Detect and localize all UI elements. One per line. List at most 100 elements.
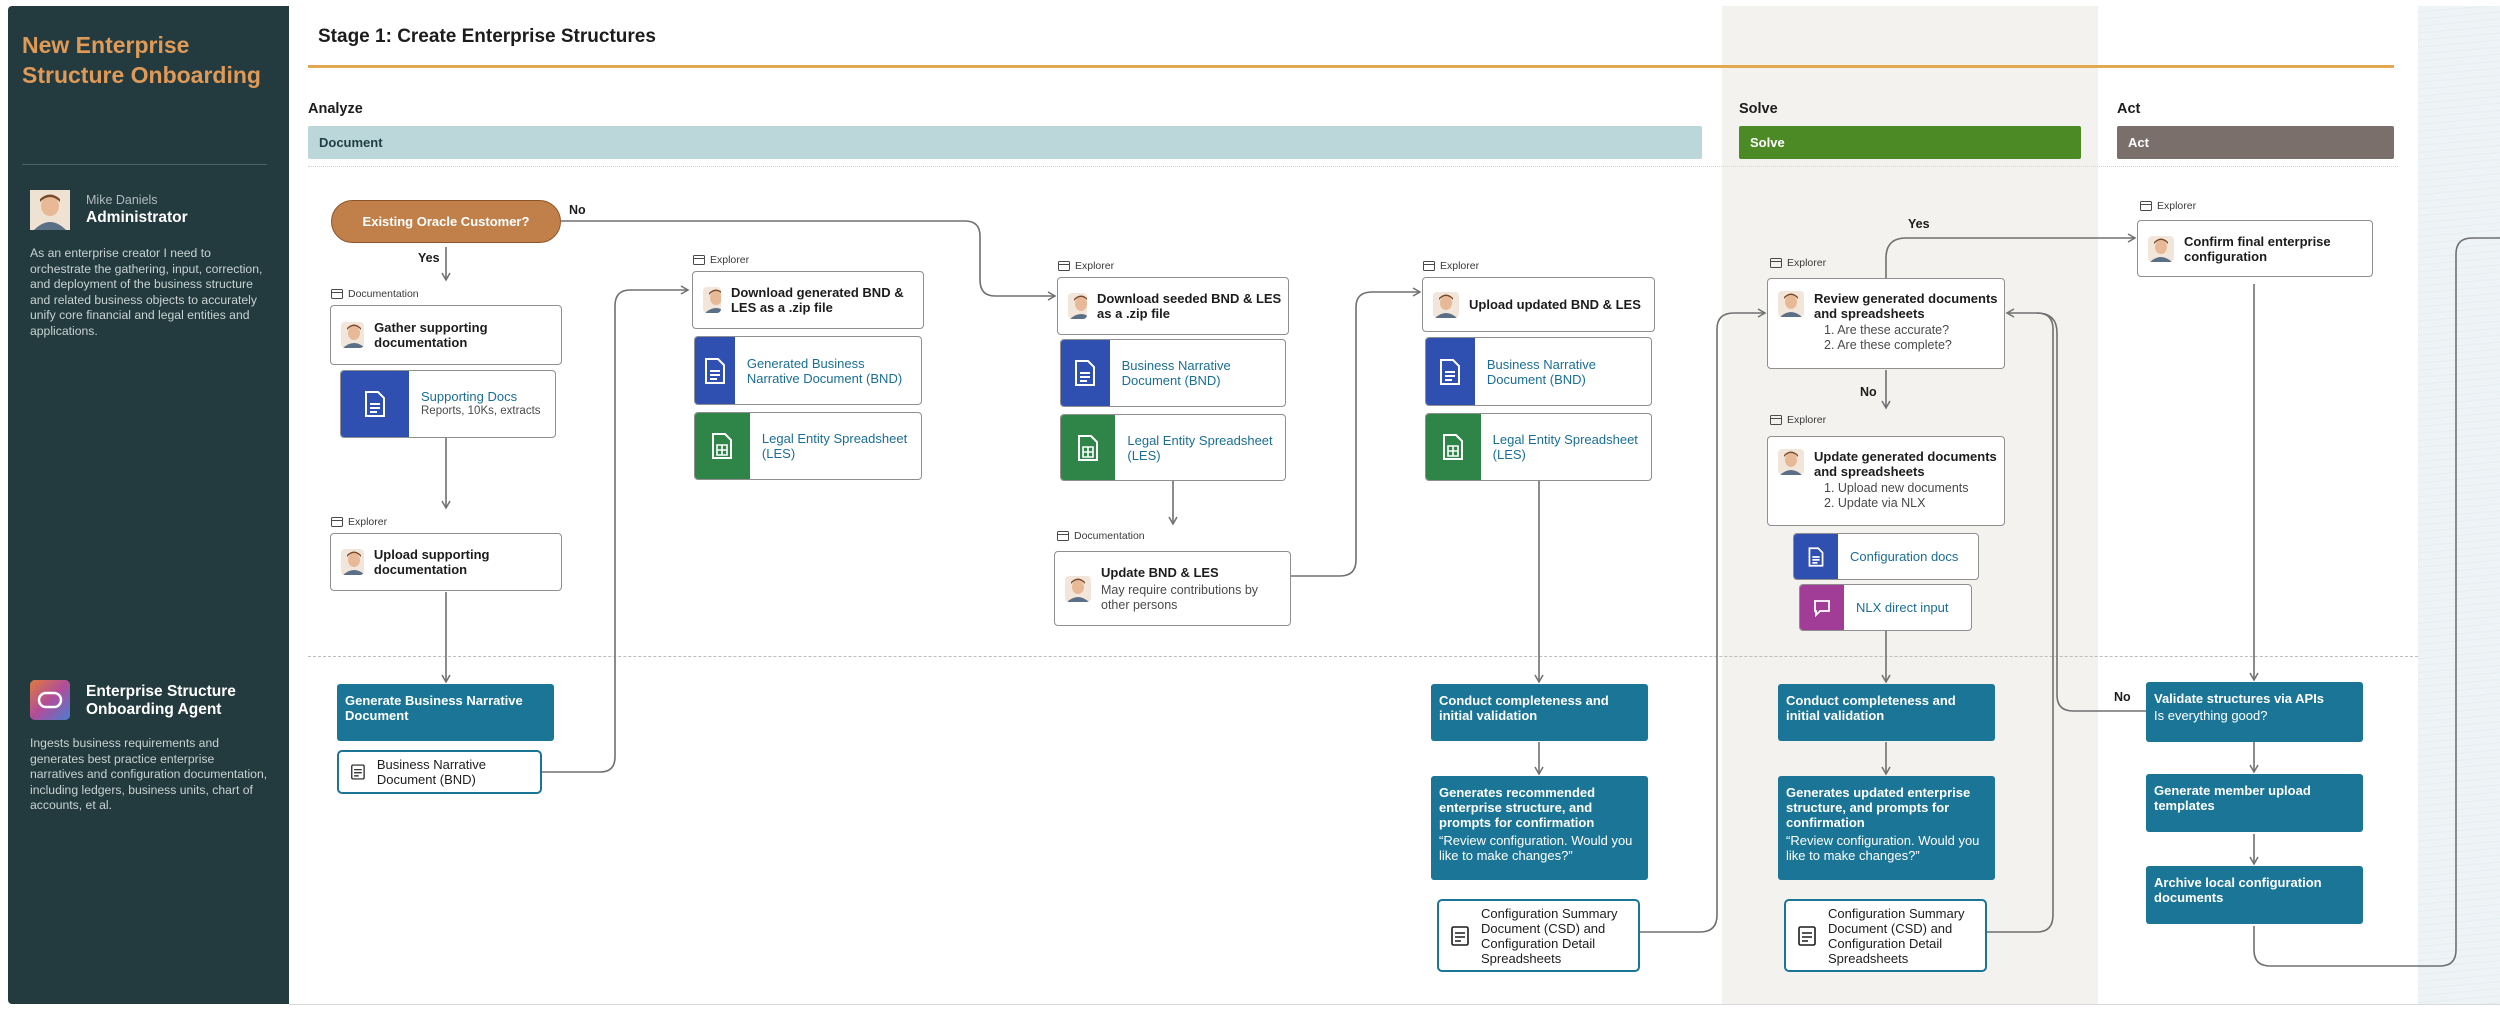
artifact-label: Legal Entity Spreadsheet (LES) xyxy=(1127,432,1273,463)
stage-divider xyxy=(308,65,2394,68)
node-title: Update BND & LES xyxy=(1101,564,1219,580)
node-confirm-final[interactable]: Confirm final enterprise configuration xyxy=(2137,220,2373,277)
artifact-les[interactable]: Legal Entity Spreadsheet (LES) xyxy=(694,412,922,480)
phase-label-analyze: Analyze xyxy=(308,101,363,117)
step-title: Generates recommended enterprise structu… xyxy=(1439,785,1596,830)
window-icon xyxy=(1058,261,1070,271)
tag-explorer: Explorer xyxy=(1423,260,1479,272)
swimlane-divider xyxy=(308,656,2418,657)
artifact-les[interactable]: Legal Entity Spreadsheet (LES) xyxy=(1060,414,1286,481)
artifact-nlx-input[interactable]: NLX direct input xyxy=(1799,584,1972,631)
agent-step-member-upload[interactable]: Generate member upload templates xyxy=(2146,774,2363,832)
node-download-seeded[interactable]: Download seeded BND & LES as a .zip file xyxy=(1057,277,1289,335)
checklist-item: 2. Update via NLX xyxy=(1824,496,1926,510)
output-label: Business Narrative Document (BND) xyxy=(376,757,486,787)
artifact-label: Supporting Docs xyxy=(421,389,518,404)
artifact-label: Legal Entity Spreadsheet (LES) xyxy=(1492,432,1638,462)
tag-explorer: Explorer xyxy=(2140,200,2196,212)
tag-explorer: Explorer xyxy=(1058,260,1114,272)
artifact-label: Business Narrative Document (BND) xyxy=(1121,358,1231,388)
agent-step-recommend-structure[interactable]: Generates recommended enterprise structu… xyxy=(1431,776,1648,880)
node-title: Download seeded BND & LES as a .zip file xyxy=(1097,291,1282,321)
tag-documentation: Documentation xyxy=(331,288,419,300)
phase-label-act: Act xyxy=(2117,101,2141,117)
checklist-item: 1. Are these accurate? xyxy=(1824,323,1950,337)
agent-step-updated-structure[interactable]: Generates updated enterprise structure, … xyxy=(1778,776,1995,880)
artifact-bnd[interactable]: Business Narrative Document (BND) xyxy=(1060,339,1286,407)
agent-step-conduct-validation[interactable]: Conduct completeness and initial validat… xyxy=(1778,684,1995,741)
node-download-generated[interactable]: Download generated BND & LES as a .zip f… xyxy=(692,271,924,329)
chat-icon xyxy=(1800,585,1844,630)
output-csd[interactable]: Configuration Summary Document (CSD) and… xyxy=(1784,899,1987,972)
agent-step-archive[interactable]: Archive local configuration documents xyxy=(2146,866,2363,924)
artifact-label: Configuration docs xyxy=(1850,549,1959,564)
edge-label-yes: Yes xyxy=(418,251,440,265)
checklist-item: 2. Are these complete? xyxy=(1824,338,1952,352)
avatar xyxy=(30,190,70,230)
step-title: Validate structures via APIs xyxy=(2154,691,2325,706)
phase-bar-solve: Solve xyxy=(1739,126,2081,159)
artifact-sub: Reports, 10Ks, extracts xyxy=(421,405,541,417)
node-gather-documentation[interactable]: Gather supporting documentation xyxy=(330,305,562,365)
window-icon xyxy=(693,255,705,265)
tag-explorer: Explorer xyxy=(331,516,387,528)
document-icon xyxy=(1426,338,1475,405)
tag-explorer: Explorer xyxy=(1770,414,1826,426)
artifact-les[interactable]: Legal Entity Spreadsheet (LES) xyxy=(1425,413,1652,481)
node-title: Upload supporting documentation xyxy=(373,547,490,577)
agent-description: Ingests business requirements and genera… xyxy=(30,736,268,812)
document-icon xyxy=(1798,925,1816,946)
user-description: As an enterprise creator I need to orche… xyxy=(30,246,263,338)
window-icon xyxy=(1423,261,1435,271)
output-label: Configuration Summary Document (CSD) and… xyxy=(1481,905,1618,966)
agent-step-conduct-validation[interactable]: Conduct completeness and initial validat… xyxy=(1431,684,1648,741)
agent-step-generate-bnd[interactable]: Generate Business Narrative Document xyxy=(337,684,554,741)
document-icon xyxy=(351,764,365,780)
document-icon xyxy=(695,337,735,404)
node-upload-supporting[interactable]: Upload supporting documentation xyxy=(330,533,562,591)
avatar xyxy=(1068,293,1088,319)
spreadsheet-icon xyxy=(1426,414,1481,480)
node-update-generated[interactable]: Update generated documents and spreadshe… xyxy=(1767,436,2005,526)
avatar xyxy=(703,287,721,313)
document-tag-icon xyxy=(331,289,343,299)
user-name: Mike Daniels xyxy=(86,193,158,207)
node-review-generated[interactable]: Review generated documents and spreadshe… xyxy=(1767,278,2005,369)
output-csd[interactable]: Configuration Summary Document (CSD) and… xyxy=(1437,899,1640,972)
node-upload-updated[interactable]: Upload updated BND & LES xyxy=(1422,277,1655,332)
artifact-config-docs[interactable]: Configuration docs xyxy=(1793,533,1979,580)
avatar xyxy=(1778,449,1804,475)
artifact-generated-bnd[interactable]: Generated Business Narrative Document (B… xyxy=(694,336,922,405)
avatar xyxy=(341,549,364,575)
phase-bar-act: Act xyxy=(2117,126,2394,159)
node-title: Upload updated BND & LES xyxy=(1469,297,1641,312)
document-icon xyxy=(1794,534,1838,579)
edge-label-no: No xyxy=(1860,385,1877,399)
agent-name: Enterprise Structure Onboarding Agent xyxy=(86,683,236,718)
edge-label-no: No xyxy=(2114,690,2131,704)
spreadsheet-icon xyxy=(1061,415,1116,480)
bottom-border xyxy=(289,1004,2500,1005)
output-bnd[interactable]: Business Narrative Document (BND) xyxy=(337,750,542,794)
document-icon xyxy=(1451,925,1469,946)
document-tag-icon xyxy=(1057,531,1069,541)
agent-step-validate-apis[interactable]: Validate structures via APIs Is everythi… xyxy=(2146,682,2363,742)
tag-documentation: Documentation xyxy=(1057,530,1145,542)
tag-explorer: Explorer xyxy=(693,254,749,266)
phase-bar-underline xyxy=(308,166,2398,167)
sidebar xyxy=(8,6,289,1004)
artifact-bnd[interactable]: Business Narrative Document (BND) xyxy=(1425,337,1652,406)
tag-explorer: Explorer xyxy=(1770,257,1826,269)
window-icon xyxy=(1770,258,1782,268)
decision-existing-customer[interactable]: Existing Oracle Customer? xyxy=(331,200,561,243)
step-prompt: “Review configuration. Would you like to… xyxy=(1786,833,1980,863)
document-icon xyxy=(1061,340,1110,406)
checklist-item: 1. Upload new documents xyxy=(1824,481,1969,495)
step-prompt: “Review configuration. Would you like to… xyxy=(1439,833,1633,863)
sidebar-title: New Enterprise Structure Onboarding xyxy=(22,32,261,88)
agent-icon xyxy=(30,680,70,720)
